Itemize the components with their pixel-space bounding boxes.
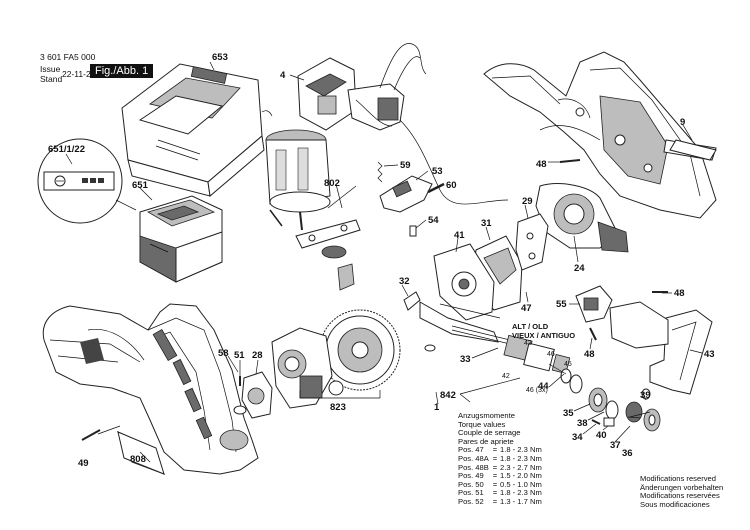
torque-value: 2.3 - 2.7 Nm bbox=[500, 462, 542, 472]
torque-row: Pos. 51=1.8 - 2.3 Nm bbox=[458, 488, 542, 498]
torque-pos: Pos. 52 bbox=[458, 496, 484, 506]
callout-842: 842 bbox=[440, 390, 456, 401]
callout-49: 49 bbox=[78, 458, 89, 469]
left-fasteners-drawing bbox=[81, 371, 273, 441]
issue-date: 22-11-23 bbox=[62, 69, 96, 79]
callout-37: 37 bbox=[610, 440, 621, 451]
torque-table: Anzugsmomente Torque values Couple de se… bbox=[458, 411, 542, 507]
torque-row: Pos. 47=1.8 - 2.3 Nm bbox=[458, 445, 542, 455]
torque-value: 1.5 - 2.0 Nm bbox=[500, 471, 542, 481]
label-plate-9 bbox=[669, 139, 717, 161]
torque-pos: Pos. 49 bbox=[458, 471, 484, 481]
callout-44: 44 bbox=[538, 381, 549, 392]
torque-pos: Pos. 50 bbox=[458, 479, 484, 489]
motor-drawing bbox=[265, 129, 361, 291]
callout-31: 31 bbox=[481, 218, 492, 229]
callout-46-3x: 46 (3x) bbox=[526, 387, 548, 394]
bearing-stack-drawing bbox=[551, 354, 661, 432]
torque-title-de: Anzugsmomente bbox=[458, 411, 515, 420]
alt-old-label: ALT / OLD VIEUX / ANTIGUO bbox=[512, 322, 576, 340]
torque-value: 1.8 - 2.3 Nm bbox=[500, 453, 542, 463]
callout-43: 43 bbox=[704, 349, 715, 360]
switch-assembly-drawing bbox=[297, 43, 509, 205]
callout-42: 42 bbox=[502, 373, 510, 380]
callout-labels: 653 651/1/22 651 4 9 48 59 53 60 54 802 … bbox=[48, 52, 715, 469]
callout-9: 9 bbox=[680, 117, 685, 128]
callout-823: 823 bbox=[330, 402, 346, 413]
callout-802: 802 bbox=[324, 178, 340, 189]
gear-drawing bbox=[245, 309, 436, 409]
torque-pos: Pos. 48A bbox=[458, 453, 489, 463]
callout-48-lower: 48 bbox=[584, 349, 595, 360]
callout-59: 59 bbox=[400, 160, 411, 171]
leader-lines bbox=[65, 61, 703, 463]
torque-row: Pos. 48A=1.8 - 2.3 Nm bbox=[458, 453, 542, 463]
callout-54: 54 bbox=[428, 215, 439, 226]
gear-plates-drawing bbox=[433, 213, 549, 321]
torque-row: Pos. 50=0.5 - 1.0 Nm bbox=[458, 479, 542, 489]
callout-40: 40 bbox=[596, 430, 607, 441]
torque-value: 1.8 - 2.3 Nm bbox=[500, 445, 542, 455]
callout-58: 58 bbox=[218, 348, 229, 359]
issue-label: Issue Stand bbox=[40, 64, 63, 84]
callout-35: 35 bbox=[563, 408, 574, 419]
charger-drawing bbox=[121, 63, 273, 197]
callout-4: 4 bbox=[280, 70, 286, 81]
alt-old-subtitle: VIEUX / ANTIGUO bbox=[512, 330, 576, 340]
callout-32: 32 bbox=[399, 276, 410, 287]
callout-45: 45 bbox=[564, 361, 572, 368]
callout-651: 651 bbox=[132, 180, 149, 191]
torque-value: 1.3 - 1.7 Nm bbox=[500, 496, 542, 506]
note-es: Sous modificaciones bbox=[640, 499, 710, 509]
callout-29: 29 bbox=[522, 196, 533, 207]
torque-pos: Pos. 48B bbox=[458, 462, 489, 472]
battery-drawing bbox=[139, 195, 223, 283]
torque-row: Pos. 48B=2.3 - 2.7 Nm bbox=[458, 462, 542, 472]
callout-38: 38 bbox=[577, 418, 588, 429]
callout-48-right: 48 bbox=[674, 288, 685, 299]
callout-46-old: 46 bbox=[547, 351, 555, 358]
document-number: 3 601 FA5 000 bbox=[40, 52, 96, 62]
torque-title-es: Pares de apriete bbox=[458, 436, 514, 446]
callout-41: 41 bbox=[454, 230, 465, 241]
small-parts-drawing bbox=[377, 161, 445, 237]
torque-pos: Pos. 47 bbox=[458, 445, 484, 455]
note-de: Änderungen vorbehalten bbox=[640, 482, 724, 492]
torque-row: Pos. 49=1.5 - 2.0 Nm bbox=[458, 471, 542, 481]
plunger-drawing bbox=[403, 291, 555, 372]
housing-right-drawing bbox=[483, 51, 717, 253]
callout-39: 39 bbox=[640, 390, 651, 401]
callout-42-old: 42 bbox=[524, 340, 532, 347]
callout-60: 60 bbox=[446, 180, 457, 191]
callout-48-top: 48 bbox=[536, 159, 547, 170]
blade-clamp-drawing bbox=[575, 285, 713, 395]
label-detail-circle bbox=[37, 138, 137, 224]
callout-651-1-22: 651/1/22 bbox=[48, 144, 85, 155]
callout-51: 51 bbox=[234, 350, 245, 361]
callout-34: 34 bbox=[572, 432, 583, 443]
callout-808: 808 bbox=[130, 454, 146, 465]
torque-title-fr: Couple de serrage bbox=[458, 428, 521, 438]
callout-24: 24 bbox=[574, 263, 585, 274]
callout-55: 55 bbox=[556, 299, 567, 310]
callout-28: 28 bbox=[252, 350, 263, 361]
note-fr: Modifications reservées bbox=[640, 491, 720, 501]
modification-notes: Modifications reserved Änderungen vorbeh… bbox=[640, 474, 724, 509]
callout-53: 53 bbox=[432, 166, 443, 177]
callout-653: 653 bbox=[212, 52, 228, 63]
torque-value: 1.8 - 2.3 Nm bbox=[500, 488, 542, 498]
torque-pos: Pos. 51 bbox=[458, 488, 484, 498]
alt-old-title: ALT / OLD bbox=[512, 322, 549, 331]
callout-1: 1 bbox=[434, 402, 440, 413]
torque-title-en: Torque values bbox=[458, 419, 506, 429]
callout-36: 36 bbox=[622, 448, 633, 459]
figure-tag: Fig./Abb. 1 bbox=[90, 64, 154, 78]
torque-row: Pos. 52=1.3 - 1.7 Nm bbox=[458, 496, 542, 506]
callout-47: 47 bbox=[521, 303, 532, 314]
callout-33: 33 bbox=[460, 354, 471, 365]
note-en: Modifications reserved bbox=[640, 474, 716, 483]
torque-value: 0.5 - 1.0 Nm bbox=[500, 479, 542, 489]
